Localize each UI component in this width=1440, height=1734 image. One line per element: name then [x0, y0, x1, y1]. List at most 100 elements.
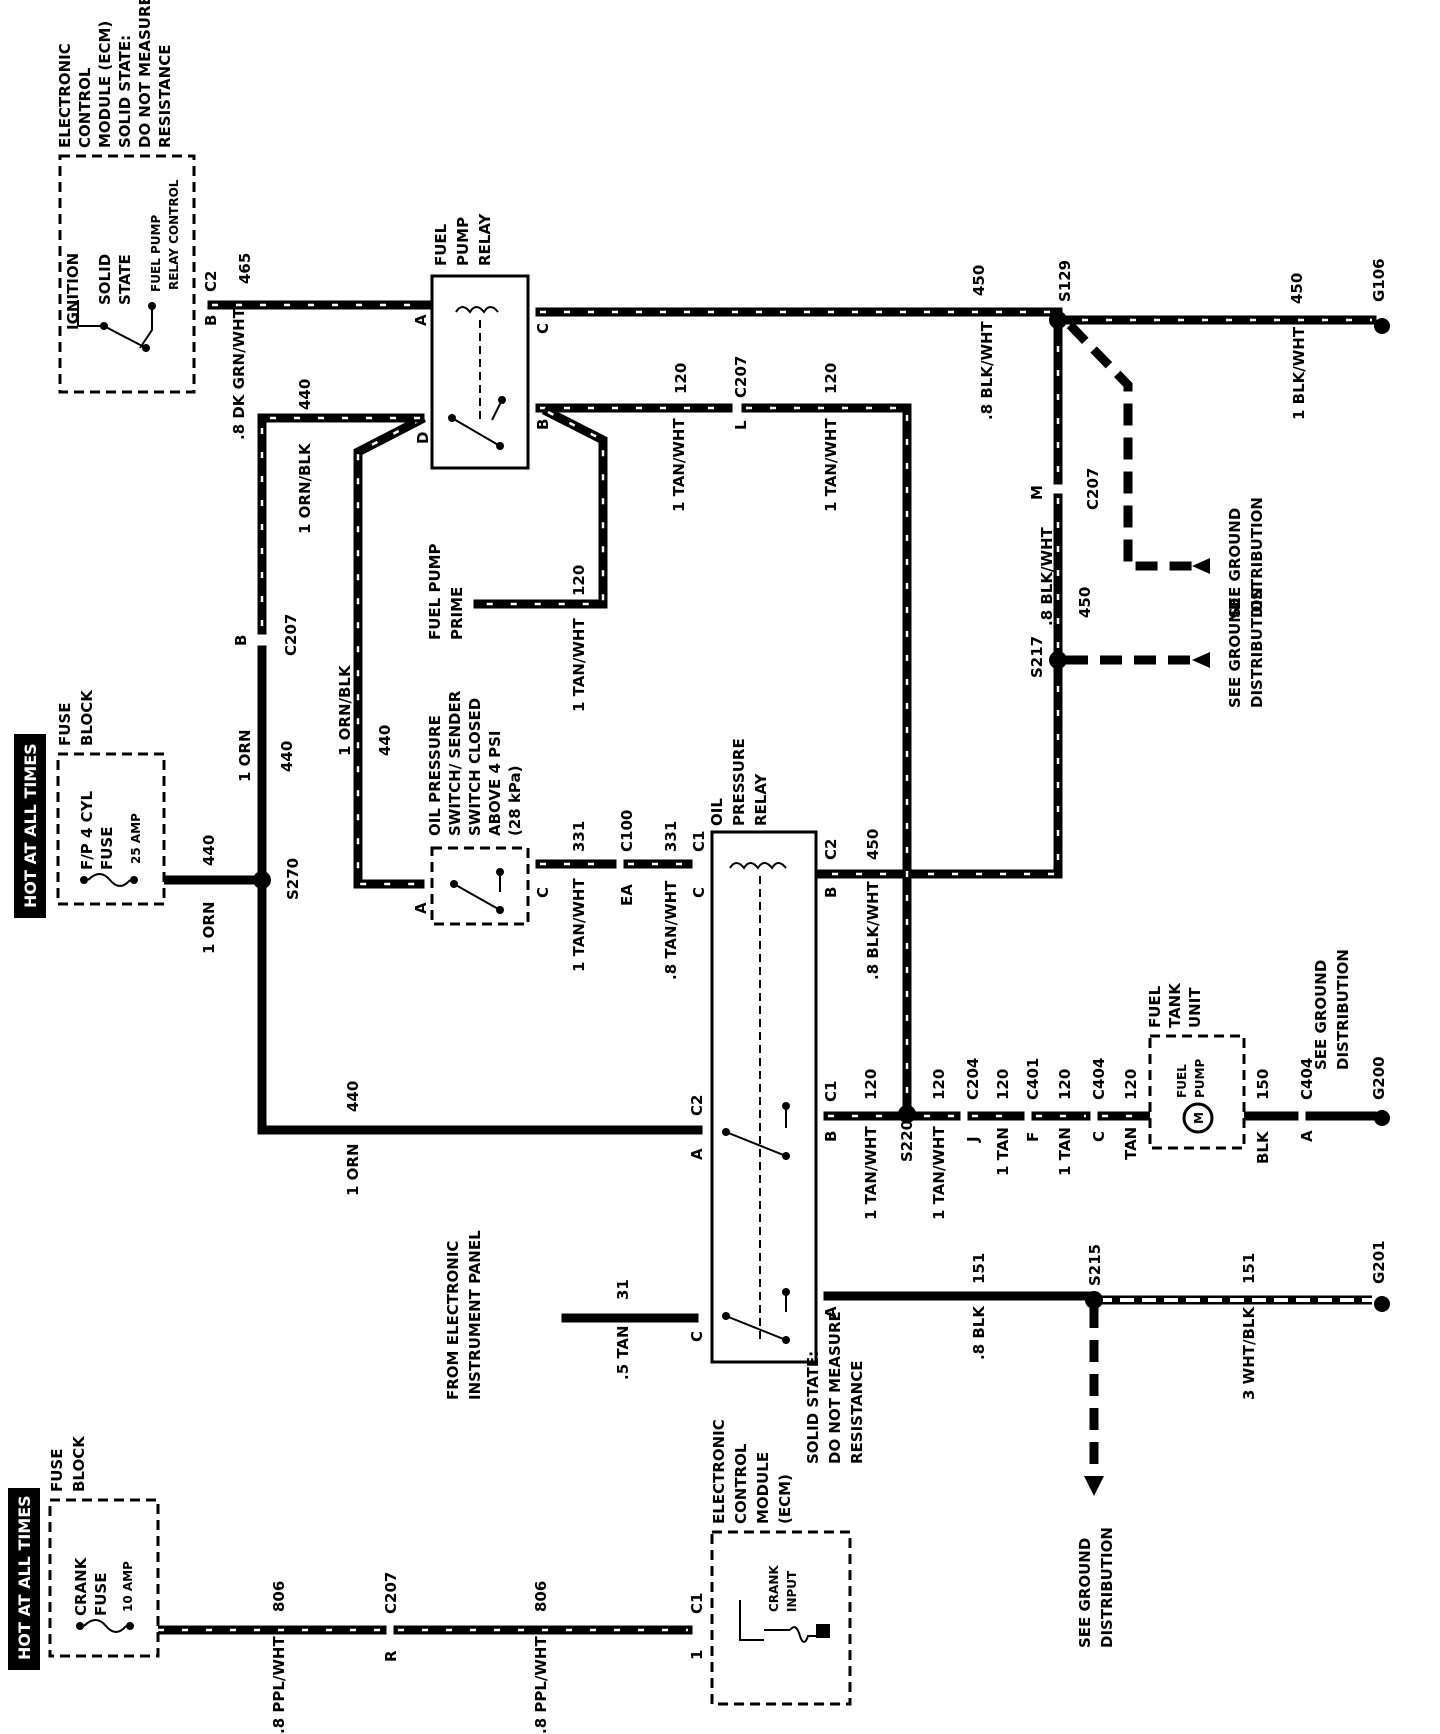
label-labels-ecm-bottom-inner-1: INPUT — [785, 1570, 799, 1612]
label-wires-w450-c: 450 — [1076, 587, 1094, 618]
label-wires-w450-a: 450 — [970, 265, 988, 296]
label-labels-ecm-bottom-4: SOLID STATE: — [804, 1351, 822, 1464]
ecm-top-label: ELECTRONIC CONTROL MODULE (ECM) SOLID ST… — [56, 0, 174, 148]
label-connectors-c-fpr: C — [534, 323, 552, 334]
connector-labels: C2 B A C D B S129 G106 C207 L M C207 S21… — [202, 258, 1388, 1662]
label-labels-fuel-tank-unit-0: FUEL — [1146, 985, 1164, 1028]
ecm-bottom-label: ELECTRONIC CONTROL MODULE (ECM) SOLID ST… — [710, 1311, 866, 1612]
label-labels-motor-symbol: M — [1192, 1112, 1206, 1124]
label-wires-w120-color-f: 1 TAN — [994, 1127, 1012, 1176]
label-connectors-s270: S270 — [284, 858, 302, 900]
label-labels-fuse-1-1: FUSE — [98, 827, 116, 870]
label-wires-w31: 31 — [614, 1279, 632, 1300]
label-labels-ecm-top-2: MODULE (ECM) — [96, 21, 114, 148]
fuel-pump-prime-label: FUEL PUMP PRIME — [426, 543, 466, 640]
label-connectors-c2-opr-right: C2 — [822, 839, 840, 860]
label-connectors-d-fpr: D — [414, 432, 432, 444]
label-labels-see-ground-4-1: DISTRIBUTION — [1098, 1527, 1116, 1648]
label-labels-see-ground-2-1: DISTRIBUTION — [1248, 587, 1266, 708]
label-wires-w450-color-a: .8 BLK/WHT — [978, 320, 996, 420]
label-labels-see-ground-2-0: SEE GROUND — [1226, 598, 1244, 708]
label-wires-w440-b: 440 — [376, 725, 394, 756]
label-connectors-f-c401: F — [1024, 1132, 1042, 1142]
fuel-tank-unit — [1148, 1034, 1246, 1150]
label-wires-w440-a: 440 — [296, 379, 314, 410]
label-labels-ecm-bottom-0: ELECTRONIC — [710, 1419, 728, 1524]
fuel-tank-unit-label: FUEL TANK UNIT FUEL PUMP M — [1146, 982, 1207, 1124]
from-ipc-label: FROM ELECTRONIC INSTRUMENT PANEL — [444, 1230, 484, 1400]
ecm-bottom — [710, 1530, 852, 1706]
label-labels-fuel-pump-prime-0: FUEL PUMP — [426, 543, 444, 640]
label-connectors-a-opr-left: A — [688, 1148, 706, 1160]
label-wires-w465-color: .8 DK GRN/WHT — [230, 307, 248, 440]
label-connectors-a-fpr: A — [412, 314, 430, 326]
label-connectors-b-fpr: B — [534, 419, 552, 430]
label-wires-w31-color: .5 TAN — [614, 1325, 632, 1380]
ecm-top — [58, 154, 196, 394]
splices — [253, 311, 1390, 1496]
oil-pressure-relay-label: OIL PRESSURE RELAY — [708, 738, 770, 826]
label-connectors-s215: S215 — [1086, 1244, 1104, 1286]
label-labels-oil-pressure-relay-1: PRESSURE — [730, 738, 748, 826]
label-connectors-g201: G201 — [1370, 1240, 1388, 1284]
label-wires-w450-color-b: 1 BLK/WHT — [1290, 326, 1308, 420]
label-wires-w440-c: 440 — [278, 741, 296, 772]
label-connectors-g200: G200 — [1370, 1056, 1388, 1100]
label-wires-w440-color-a: 1 ORN/BLK — [296, 442, 314, 534]
oil-pressure-switch — [430, 846, 530, 926]
label-wires-w440-color-e: 1 ORN — [344, 1143, 362, 1196]
label-wires-w120-f: 120 — [994, 1069, 1012, 1100]
label-connectors-s220: S220 — [898, 1120, 916, 1162]
label-labels-ecm-top-5: RESISTANCE — [156, 45, 174, 148]
label-labels-ecm-bottom-5: DO NOT MEASURE — [826, 1311, 844, 1464]
label-labels-fuel-pump-prime-1: PRIME — [448, 587, 466, 640]
label-labels-ecm-top-4: DO NOT MEASURE — [136, 0, 154, 148]
label-connectors-b-ecm: B — [202, 315, 220, 326]
label-labels-ecm-top-inner-4: RELAY CONTROL — [167, 179, 181, 290]
label-wires-w120-a: 120 — [672, 363, 690, 394]
label-connectors-c204: C204 — [964, 1058, 982, 1100]
label-wires-w120-color-b: 1 TAN/WHT — [822, 418, 840, 512]
label-wires-w331-a: 331 — [570, 821, 588, 852]
label-connectors-b-opr-b: B — [822, 1131, 840, 1142]
label-connectors-c404-a: C404 — [1090, 1058, 1108, 1100]
label-wires-w440-color-c: 1 ORN — [236, 729, 254, 782]
label-wires-w150-color: BLK — [1254, 1130, 1272, 1164]
label-labels-fuse-2-2: 10 AMP — [121, 1561, 135, 1612]
label-labels-ecm-top-3: SOLID STATE: — [116, 35, 134, 148]
label-labels-ecm-bottom-2: MODULE — [754, 1452, 772, 1524]
label-labels-oil-pressure-switch-1: SWITCH/ SENDER — [446, 690, 464, 836]
label-connectors-c2-ecm: C2 — [202, 271, 220, 292]
label-connectors-b-c207: B — [232, 635, 250, 646]
label-labels-fuse-1-2: 25 AMP — [129, 813, 143, 864]
label-wires-w120-h: 120 — [1122, 1069, 1140, 1100]
label-wires-w120-e: 120 — [930, 1069, 948, 1100]
label-connectors-c-c404: C — [1090, 1131, 1108, 1142]
label-connectors-a-c404: A — [1298, 1130, 1316, 1142]
label-labels-ecm-bottom-inner-0: CRANK — [767, 1565, 781, 1612]
label-connectors-c-opr-bottom: C — [688, 1331, 706, 1342]
label-connectors-j-c204: J — [964, 1136, 982, 1143]
label-labels-fuse-block-1-0: FUSE — [56, 703, 74, 746]
label-wires-w150: 150 — [1254, 1069, 1272, 1100]
label-wires-w465: 465 — [236, 253, 254, 284]
label-connectors-c-ops: C — [534, 887, 552, 898]
label-wires-w450-d: 450 — [864, 829, 882, 860]
label-wires-w331-b: 331 — [662, 821, 680, 852]
label-connectors-b-opr-right: B — [822, 887, 840, 898]
label-wires-w120-color-e: 1 TAN/WHT — [930, 1126, 948, 1220]
label-labels-from-ipc-1: INSTRUMENT PANEL — [466, 1230, 484, 1400]
label-wires-w450-color-c: .8 BLK/WHT — [1038, 526, 1056, 626]
label-wires-w151-color-a: .8 BLK — [970, 1305, 988, 1360]
label-labels-oil-pressure-switch-0: OIL PRESSURE — [426, 715, 444, 836]
label-connectors-c2-opr-left: C2 — [688, 1095, 706, 1116]
label-wires-w806-color-b: .8 PPL/WHT — [532, 1636, 550, 1734]
label-connectors-a-opr-bottom: A — [822, 1306, 840, 1318]
label-connectors-c1-opr: C1 — [690, 831, 708, 852]
label-wires-w120-d: 120 — [862, 1069, 880, 1100]
label-connectors-c-opr: C — [690, 887, 708, 898]
label-wires-w120-c: 120 — [570, 565, 588, 596]
oil-pressure-relay — [710, 830, 818, 1364]
label-wires-w331-color-a: 1 TAN/WHT — [570, 878, 588, 972]
